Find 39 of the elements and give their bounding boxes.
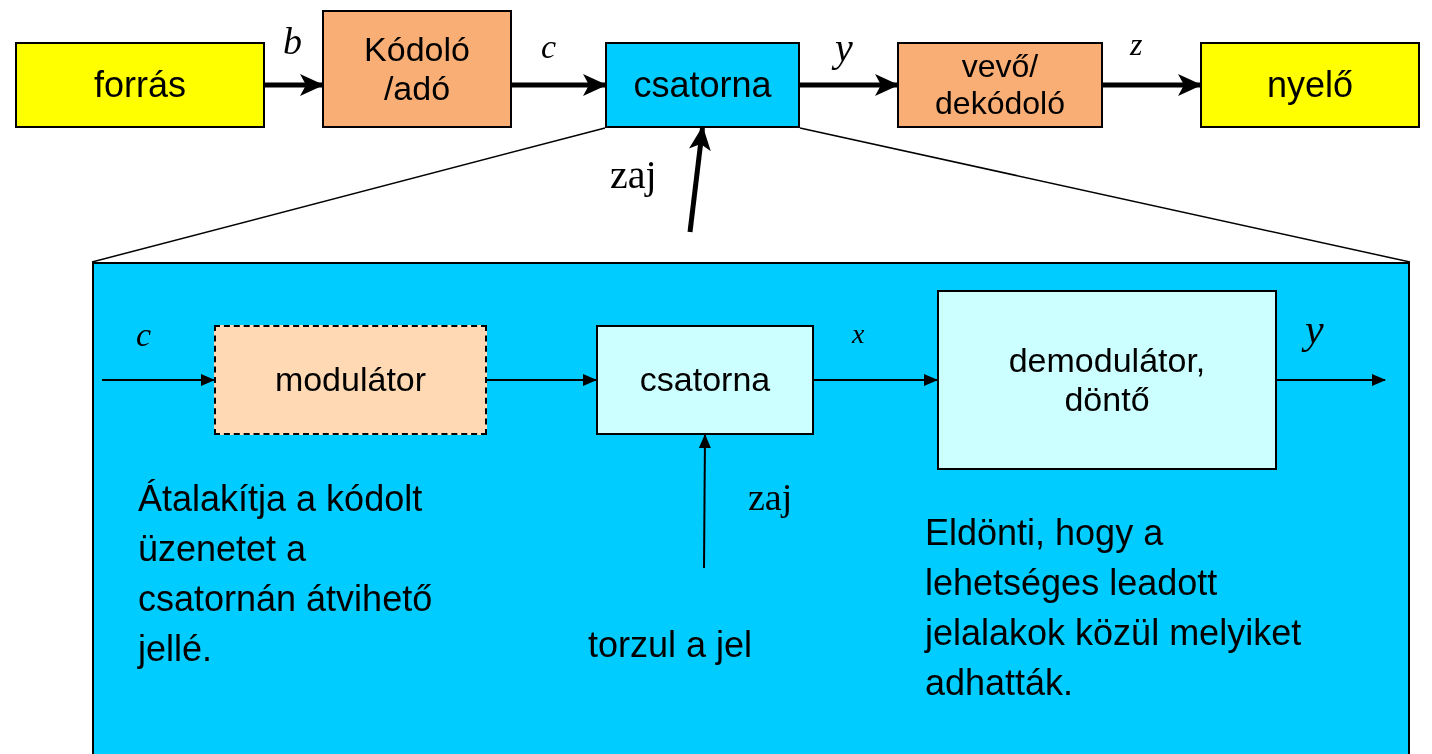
process-box: [596, 325, 814, 435]
edge-label: c: [541, 30, 557, 64]
box-label: Kódoló /adó: [363, 29, 471, 109]
arrow: [101, 374, 215, 386]
zoom-panel: [92, 262, 1410, 754]
arrow: [698, 434, 711, 569]
description-text: torzul a jel: [588, 623, 754, 667]
zoom-line: [799, 127, 1411, 263]
edge-label: x: [852, 320, 865, 348]
arrow: [813, 374, 938, 386]
process-box: [214, 325, 487, 435]
process-box: [897, 42, 1103, 128]
arrow: [1103, 74, 1202, 96]
description-text: Eldönti, hogy a lehetséges leadott jelalakok közül melyiket adhatták.: [925, 511, 1303, 705]
edge-label: zaj: [748, 478, 793, 516]
box-label: vevő/ dekódoló: [934, 48, 1066, 122]
process-box: [1200, 42, 1420, 128]
arrow: [1276, 374, 1386, 386]
edge-label: b: [283, 22, 302, 60]
process-box: [15, 42, 265, 128]
arrow: [265, 74, 324, 96]
box-label: nyelő: [1266, 64, 1354, 106]
process-box: [937, 290, 1277, 470]
box-label: csatorna: [639, 360, 771, 400]
box-label: modulátor: [274, 360, 427, 400]
box-label: forrás: [94, 64, 186, 106]
box-label: demodulátor, döntő: [1007, 340, 1207, 420]
edge-label: z: [1130, 28, 1143, 60]
edge-label: c: [136, 318, 152, 352]
arrow: [800, 74, 899, 96]
description-text: Átalakítja a kódolt üzenetet a csatornán átvihető jellé.: [138, 477, 434, 671]
box-label: csatorna: [633, 64, 772, 106]
edge-label: zaj: [610, 155, 657, 195]
arrow: [512, 74, 607, 96]
process-box: [605, 42, 800, 128]
zoom-line: [91, 127, 606, 263]
process-box: [322, 10, 512, 128]
arrow: [687, 126, 711, 233]
arrow: [486, 374, 597, 386]
